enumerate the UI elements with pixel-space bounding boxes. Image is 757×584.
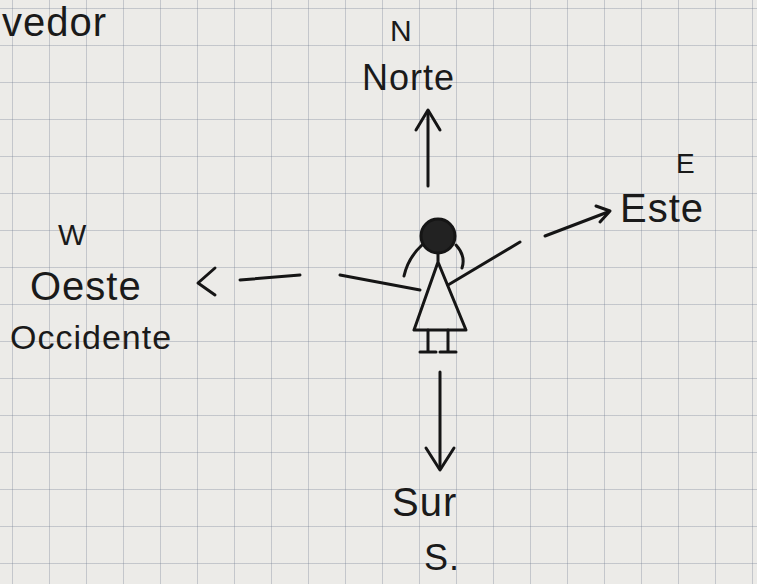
girl-legs <box>420 330 456 352</box>
direction-label: Este <box>620 188 704 228</box>
direction-label: N <box>390 16 413 46</box>
girl-dress <box>414 254 466 330</box>
direction-label: S. <box>424 540 460 576</box>
arrow-head <box>198 268 215 295</box>
north-arrow <box>427 112 430 186</box>
east-arrow <box>545 212 608 236</box>
south-arrow <box>439 372 442 468</box>
direction-label: vedor <box>2 2 107 42</box>
west-arrow <box>240 275 300 280</box>
direction-label: E <box>676 150 696 178</box>
direction-label: Oeste <box>30 266 142 306</box>
direction-label: Norte <box>362 60 455 96</box>
direction-label: W <box>58 220 87 250</box>
girl-head <box>421 219 455 253</box>
arrow-head <box>426 448 454 470</box>
west-line <box>340 275 420 290</box>
arrow-head <box>416 110 440 130</box>
direction-label: Occidente <box>10 320 172 354</box>
arrow-head <box>596 206 610 222</box>
direction-label: Sur <box>392 482 457 522</box>
